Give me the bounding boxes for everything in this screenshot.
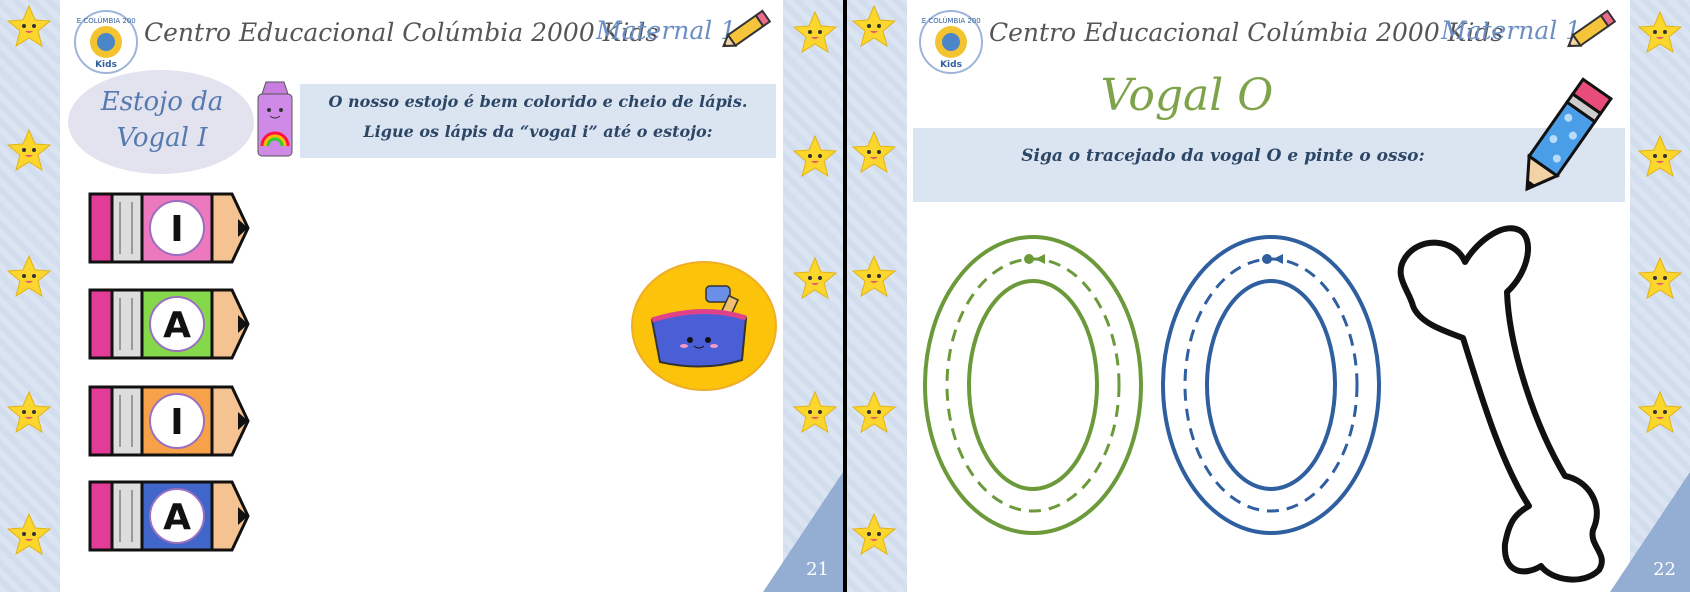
logo-top-text: CE COLÚMBIA 2000	[921, 16, 981, 25]
logo-bottom-text: Kids	[940, 60, 962, 70]
page-number: 22	[1653, 559, 1676, 580]
instruction-line1: O nosso estojo é bem colorido e cheio de…	[328, 92, 748, 111]
activity-title-line1: Estojo da	[100, 87, 224, 117]
school-logo: CE COLÚMBIA 2000 Kids	[72, 10, 140, 74]
big-pencil-image	[1507, 74, 1617, 208]
instruction-banner	[300, 84, 776, 158]
pencil-icon	[718, 4, 776, 58]
pencil-letter: A	[163, 497, 191, 538]
star-icon	[851, 4, 897, 50]
star-icon	[851, 130, 897, 176]
star-icon	[1637, 134, 1683, 180]
star-icon	[851, 254, 897, 300]
tracing-letter-o-blue[interactable]	[1159, 232, 1383, 542]
star-icon	[6, 128, 52, 174]
school-logo: CE COLÚMBIA 2000 Kids	[917, 10, 985, 74]
star-icon	[6, 254, 52, 300]
pencil-letter: A	[163, 305, 191, 346]
page-number: 21	[806, 559, 829, 580]
letter-pencil-3[interactable]: I	[86, 383, 252, 459]
star-icon	[6, 390, 52, 436]
pencil-letter: I	[170, 402, 183, 443]
star-icon	[792, 256, 838, 302]
star-icon	[851, 390, 897, 436]
bone-coloring-image[interactable]	[1379, 214, 1617, 590]
page-corner	[1610, 472, 1690, 592]
left-border-strip	[0, 0, 60, 592]
grade-label: Maternal 1	[596, 16, 737, 45]
star-icon	[792, 10, 838, 56]
grade-label: Maternal 1	[1441, 16, 1582, 45]
instruction-text: Siga o tracejado da vogal O e pinte o os…	[1021, 146, 1425, 166]
crayon-icon	[252, 80, 298, 162]
letter-pencil-2[interactable]: A	[86, 286, 252, 362]
page-21: 21 CE COLÚMBIA 2000 Kids Centro Educacio…	[0, 0, 843, 592]
school-name: Centro Educacional Colúmbia 2000 Kids	[989, 18, 1504, 47]
page-corner	[763, 472, 843, 592]
tracing-letter-o-green[interactable]	[921, 232, 1145, 542]
star-icon	[6, 512, 52, 558]
logo-top-text: CE COLÚMBIA 2000	[76, 16, 136, 25]
logo-bottom-text: Kids	[95, 60, 117, 70]
star-icon	[6, 4, 52, 50]
activity-title: Estojo da Vogal I	[82, 84, 242, 156]
letter-pencil-1[interactable]: I	[86, 190, 252, 266]
activity-title: Vogal O	[1100, 70, 1274, 121]
instruction-banner	[913, 128, 1625, 202]
pencil-letter: I	[170, 209, 183, 250]
star-icon	[1637, 256, 1683, 302]
school-name: Centro Educacional Colúmbia 2000 Kids	[144, 18, 659, 47]
star-icon	[851, 512, 897, 558]
instruction-line2: Ligue os lápis da “vogal i” até o estojo…	[363, 122, 713, 141]
star-icon	[792, 390, 838, 436]
star-icon	[1637, 10, 1683, 56]
left-border-strip	[847, 0, 907, 592]
title-ellipse	[68, 70, 254, 174]
page-22: 22 CE COLÚMBIA 2000 Kids Centro Educacio…	[847, 0, 1690, 592]
pencil-icon	[1563, 4, 1621, 58]
star-icon	[792, 134, 838, 180]
activity-title-line2: Vogal I	[116, 123, 208, 153]
letter-pencil-4[interactable]: A	[86, 478, 252, 554]
pencil-case-image[interactable]	[630, 260, 778, 396]
star-icon	[1637, 390, 1683, 436]
